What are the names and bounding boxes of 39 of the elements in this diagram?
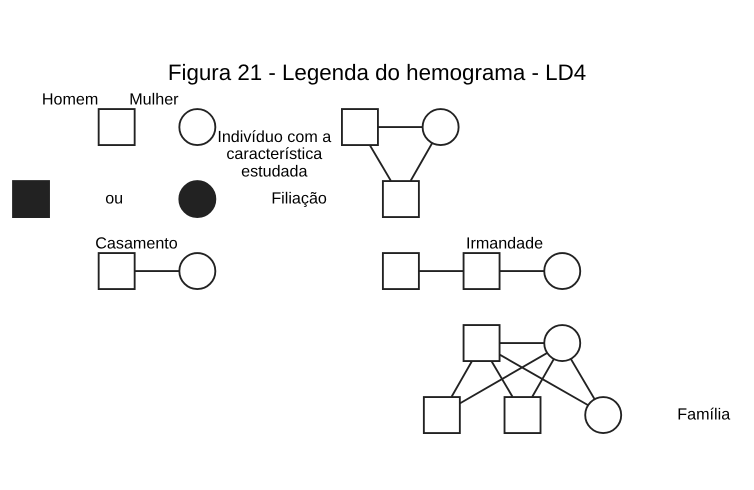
connector [500,342,544,344]
node-circle [178,252,216,290]
connector [419,270,464,272]
node-label: Indivíduo com a característica estudada [217,128,332,181]
node-box [341,108,379,146]
label: Família [677,405,730,424]
node-label: Irmandade [466,234,544,253]
node-circle [543,252,582,290]
connector [532,358,555,398]
label: ou [105,189,124,208]
node-box [504,396,542,434]
node-circle [584,396,622,434]
node-box [98,108,136,146]
node-box [422,396,461,434]
connector [500,270,544,272]
node-label: Homem [42,90,98,109]
node-circle [178,108,216,146]
node-box [98,252,136,290]
node-circle [422,108,460,146]
connector [378,126,423,128]
node-label: Mulher [129,90,179,109]
node-box [382,252,420,290]
connector [570,358,596,400]
connector [450,360,473,398]
connector [369,144,392,182]
label: Filiação [271,189,327,208]
node-circle [178,180,216,218]
connector [500,354,588,406]
connector [410,142,433,182]
diagram-title: Figura 21 - Legenda do hemograma - LD4 [168,60,586,85]
node-box [462,324,500,362]
node-box [382,180,420,218]
node-box [462,252,500,290]
connector [460,352,548,404]
connector [490,360,514,398]
connector [134,270,180,272]
node-label: Casamento [95,234,178,253]
node-box [12,180,50,218]
node-circle [543,324,582,362]
